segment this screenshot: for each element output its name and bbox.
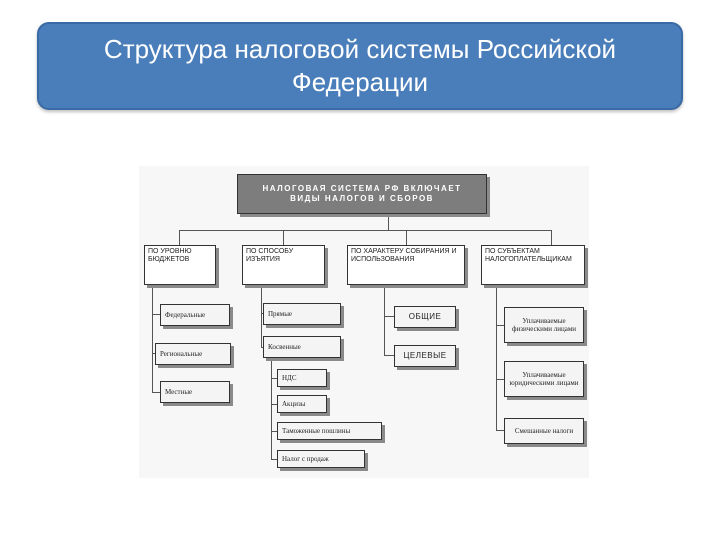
slide-title-line-1: Структура налоговой системы Российской bbox=[103, 34, 617, 64]
leaf-mixed-taxes: Смешанные налоги bbox=[504, 418, 584, 444]
leaf-sales-tax: Налог с продаж bbox=[277, 450, 365, 468]
connector bbox=[179, 230, 552, 231]
leaf-general: ОБЩИЕ bbox=[394, 306, 456, 328]
slide-title-line-2: Федерации bbox=[291, 67, 429, 97]
tax-system-diagram: НАЛОГОВАЯ СИСТЕМА РФ ВКЛЮЧАЕТ ВИДЫ НАЛОГ… bbox=[139, 166, 589, 478]
leaf-federal: Федеральные bbox=[160, 304, 230, 326]
category-usage: По характеру собирания и использования bbox=[347, 245, 465, 285]
connector bbox=[271, 431, 277, 432]
connector bbox=[496, 379, 504, 380]
category-budget-level: По уровню бюджетов bbox=[144, 245, 216, 285]
connector bbox=[271, 459, 277, 460]
category-payer: По субъектам налогоплательщикам bbox=[481, 245, 585, 285]
connector bbox=[152, 286, 153, 393]
connector bbox=[384, 286, 385, 356]
root-node: НАЛОГОВАЯ СИСТЕМА РФ ВКЛЮЧАЕТ ВИДЫ НАЛОГ… bbox=[237, 174, 487, 214]
leaf-targeted: ЦЕЛЕВЫЕ bbox=[394, 345, 456, 367]
slide-title-banner: Структура налоговой системы Российской Ф… bbox=[37, 22, 683, 110]
connector bbox=[283, 230, 284, 245]
connector bbox=[406, 230, 407, 245]
connector bbox=[179, 230, 180, 245]
leaf-indirect: Косвенные bbox=[263, 336, 341, 358]
leaf-customs-duties: Таможенные пошлины bbox=[277, 422, 382, 440]
connector bbox=[271, 358, 272, 460]
connector bbox=[152, 392, 160, 393]
connector bbox=[261, 286, 262, 348]
connector bbox=[496, 430, 504, 431]
leaf-direct: Прямые bbox=[263, 303, 341, 325]
connector bbox=[384, 355, 394, 356]
connector bbox=[551, 230, 552, 245]
root-line-2: ВИДЫ НАЛОГОВ И СБОРОВ bbox=[290, 194, 434, 203]
leaf-legal-entities: Уплачиваемые юридическими лицами bbox=[504, 361, 584, 397]
leaf-local: Местные bbox=[160, 381, 230, 403]
leaf-regional: Региональные bbox=[155, 343, 231, 365]
connector bbox=[271, 404, 277, 405]
connector bbox=[384, 316, 394, 317]
leaf-excise: Акцизы bbox=[277, 395, 327, 413]
connector bbox=[496, 325, 504, 326]
connector bbox=[496, 286, 497, 431]
leaf-individuals: Уплачиваемые физическими лицами bbox=[504, 307, 584, 343]
root-line-1: НАЛОГОВАЯ СИСТЕМА РФ ВКЛЮЧАЕТ bbox=[262, 184, 462, 193]
category-method: По способу изъятия bbox=[242, 245, 325, 285]
connector bbox=[388, 214, 389, 230]
connector bbox=[152, 314, 160, 315]
leaf-vat: НДС bbox=[277, 369, 327, 387]
connector bbox=[271, 378, 277, 379]
